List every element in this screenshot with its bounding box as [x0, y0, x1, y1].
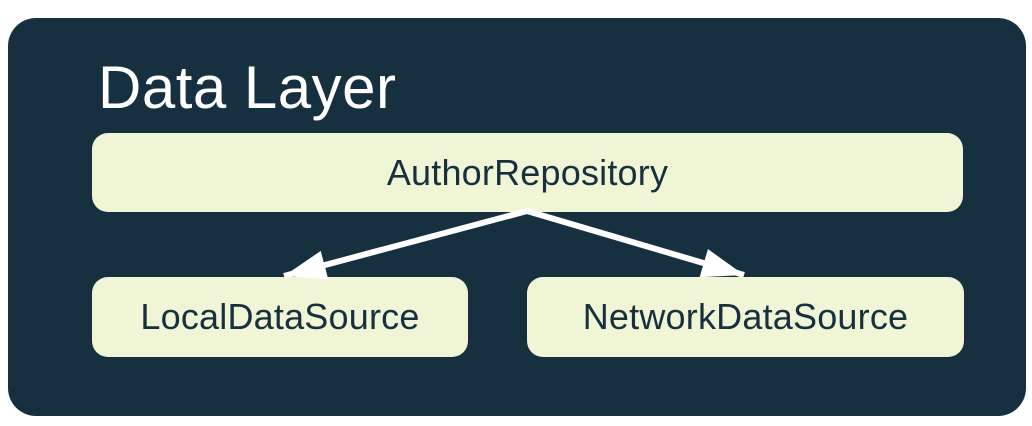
diagram-title: Data Layer: [98, 54, 397, 121]
node-local-data-source-label: LocalDataSource: [140, 296, 420, 337]
node-network-data-source: NetworkDataSource: [527, 277, 964, 357]
node-author-repository-label: AuthorRepository: [386, 151, 669, 193]
node-local-data-source: LocalDataSource: [92, 277, 468, 357]
node-network-data-source-label: NetworkDataSource: [582, 296, 909, 337]
node-author-repository: AuthorRepository: [92, 133, 963, 212]
